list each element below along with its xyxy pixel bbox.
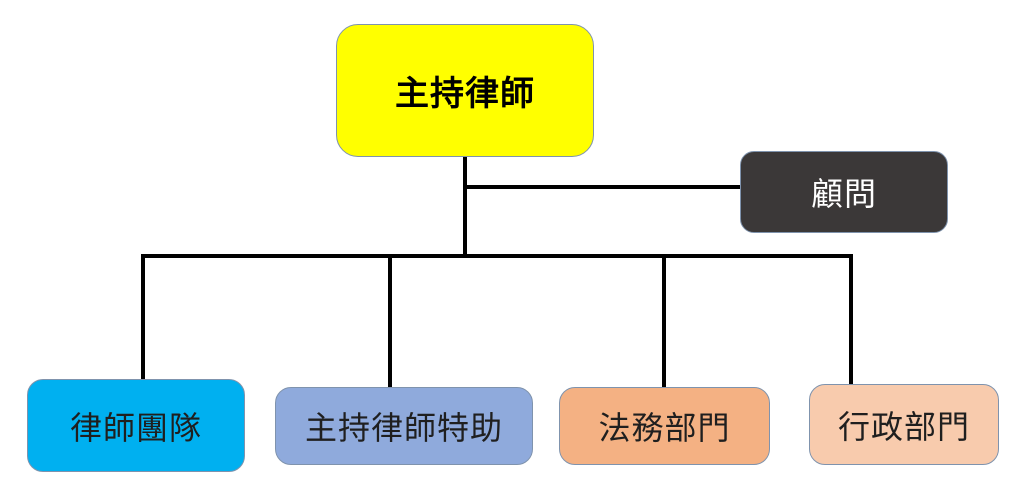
legal-department-node: 法務部門 — [559, 387, 770, 465]
head-lawyer-label: 主持律師 — [395, 74, 535, 114]
lawyer-team-node: 律師團隊 — [27, 379, 245, 472]
admin-department-label: 行政部門 — [837, 407, 970, 446]
advisor-node: 顧問 — [740, 151, 948, 233]
advisor-label: 顧問 — [810, 175, 877, 213]
lawyer-team-label: 律師團隊 — [69, 408, 202, 447]
head-lawyer-assistant-label: 主持律師特助 — [304, 409, 503, 447]
legal-department-label: 法務部門 — [598, 409, 731, 447]
head-lawyer-node: 主持律師 — [336, 24, 594, 157]
admin-department-node: 行政部門 — [809, 384, 999, 465]
head-lawyer-assistant-node: 主持律師特助 — [275, 387, 533, 465]
